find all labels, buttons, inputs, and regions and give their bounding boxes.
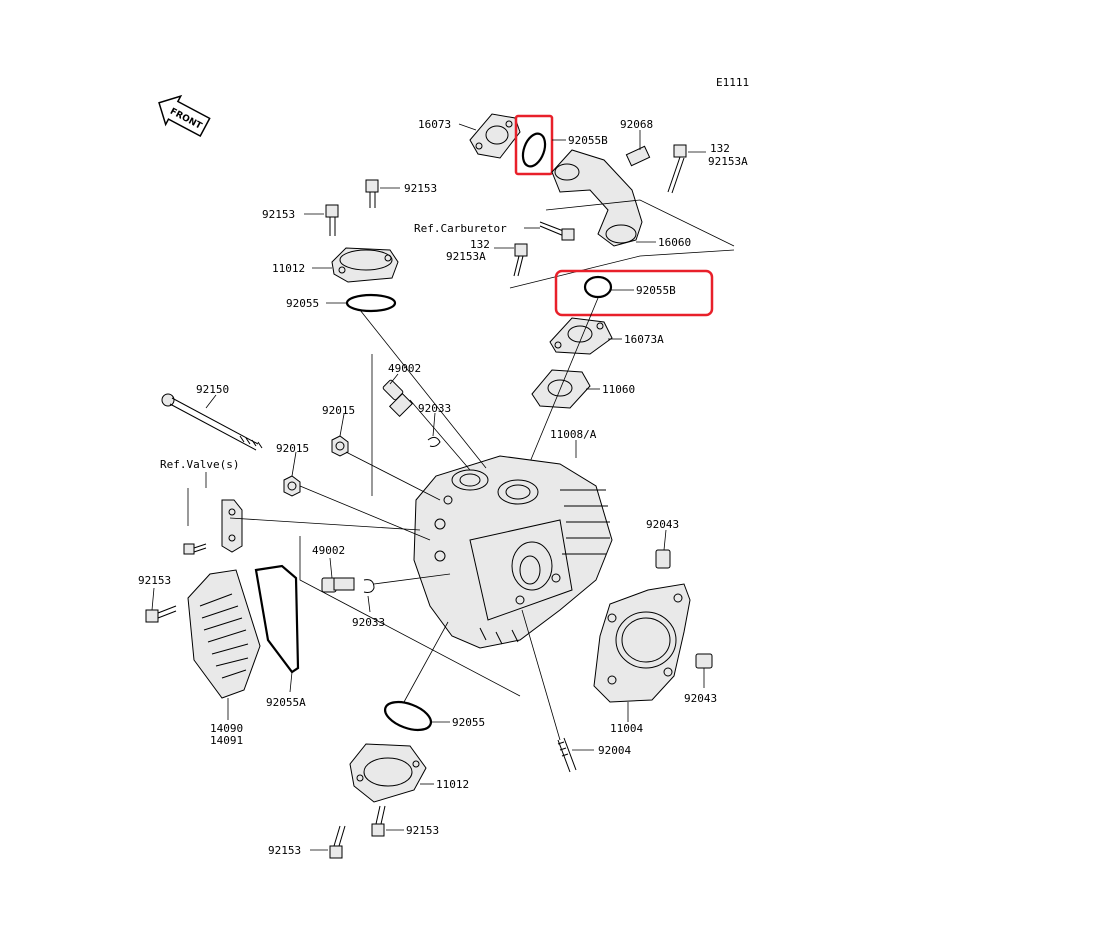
- o-ring-92055B-top: [521, 132, 547, 168]
- diagram-code: E1111: [716, 76, 749, 89]
- label-92055-top: 92055: [286, 297, 319, 310]
- highlight-box-mid: [554, 269, 714, 317]
- cylinder-head-11008A: [413, 455, 613, 649]
- label-92153-b: 92153: [262, 208, 295, 221]
- bolt-92153-b: [325, 204, 339, 236]
- label-14090: 14090: [210, 722, 243, 735]
- label-49002-top: 49002: [388, 362, 421, 375]
- label-92033-top: 92033: [418, 402, 451, 415]
- nut-92015-b: [283, 475, 301, 497]
- label-11060: 11060: [602, 383, 635, 396]
- label-92043-top: 92043: [646, 518, 679, 531]
- stud-92150: [161, 393, 263, 451]
- o-ring-92055-bot: [383, 700, 433, 732]
- bolt-92153-bot-r: [371, 805, 386, 837]
- label-92015-b: 92015: [276, 442, 309, 455]
- front-arrow-icon: FRONT: [158, 94, 211, 138]
- dowel-92043-bot: [695, 653, 713, 669]
- insulator-16073A: [549, 317, 613, 355]
- tappet-49002-bot: [321, 577, 355, 593]
- bolt-92153A-mid: [513, 243, 528, 277]
- bolt-92153A-top: [667, 144, 687, 194]
- bolt-92153-a: [365, 179, 379, 208]
- label-92015-a: 92015: [322, 404, 355, 417]
- cap-11012-top: [331, 247, 399, 283]
- label-92153A-top: 92153A: [708, 155, 748, 168]
- label-92043-bot: 92043: [684, 692, 717, 705]
- label-11004: 11004: [610, 722, 643, 735]
- label-92055B-top: 92055B: [568, 134, 608, 147]
- valve-bolt: [183, 543, 207, 555]
- bolt-ref-carburetor: [539, 221, 575, 241]
- label-11012-bot: 11012: [436, 778, 469, 791]
- clip-92033-top: [427, 436, 441, 447]
- label-132-mid: 132: [470, 238, 490, 251]
- cap-11012-bot: [349, 743, 427, 803]
- valve-plate: [221, 499, 243, 553]
- label-132-top: 132: [710, 142, 730, 155]
- label-92153-bot-l: 92153: [268, 844, 301, 857]
- label-49002-bot: 49002: [312, 544, 345, 557]
- label-92055A: 92055A: [266, 696, 306, 709]
- label-ref-carburetor: Ref.Carburetor: [414, 222, 507, 235]
- clip-92033-bot: [363, 579, 375, 593]
- nut-92015-a: [331, 435, 349, 457]
- gasket-11004: [593, 583, 691, 703]
- o-ring-92055B-mid: [583, 275, 613, 299]
- label-92055-bot: 92055: [452, 716, 485, 729]
- label-92055B-mid: 92055B: [636, 284, 676, 297]
- label-92033-bot: 92033: [352, 616, 385, 629]
- dowel-92068: [625, 145, 651, 167]
- dowel-92043-top: [655, 549, 671, 569]
- gasket-92055A: [254, 564, 300, 674]
- stud-92004: [557, 737, 577, 773]
- o-ring-92055-top: [345, 293, 397, 313]
- label-92153-bot-r: 92153: [406, 824, 439, 837]
- label-16060: 16060: [658, 236, 691, 249]
- label-92153A-mid: 92153A: [446, 250, 486, 263]
- label-16073A: 16073A: [624, 333, 664, 346]
- label-ref-valve: Ref.Valve(s): [160, 458, 239, 471]
- label-92004: 92004: [598, 744, 631, 757]
- bolt-92153-bot-l: [329, 825, 346, 859]
- label-92153-left: 92153: [138, 574, 171, 587]
- gasket-11060: [531, 369, 591, 409]
- highlight-box-top: [514, 114, 554, 176]
- label-14091: 14091: [210, 734, 243, 747]
- label-11008A: 11008/A: [550, 428, 597, 441]
- valve-cover-14090: [187, 569, 261, 699]
- bolt-92153-left: [145, 605, 177, 623]
- label-92068: 92068: [620, 118, 653, 131]
- tappet-49002-top: [382, 379, 414, 418]
- label-11012-top: 11012: [272, 262, 305, 275]
- label-16073: 16073: [418, 118, 451, 131]
- insulator-16073: [469, 113, 521, 159]
- label-92153-a: 92153: [404, 182, 437, 195]
- intake-pipe-16060: [551, 149, 643, 247]
- label-92150: 92150: [196, 383, 229, 396]
